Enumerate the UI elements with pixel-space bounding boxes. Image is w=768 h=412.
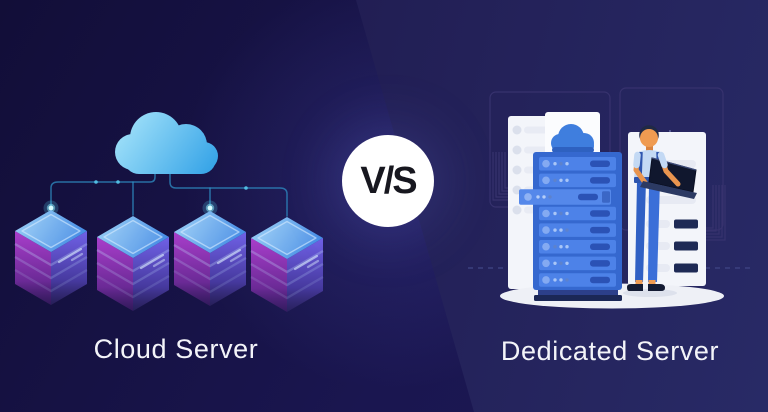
server-rack xyxy=(519,152,622,301)
server-stack-4 xyxy=(249,215,325,314)
cloud-upload-icon xyxy=(551,124,594,153)
circuit-dots xyxy=(94,180,248,190)
dedicated-server-illustration xyxy=(468,87,752,309)
cloud-icon xyxy=(115,112,218,174)
dedicated-server-label: Dedicated Server xyxy=(500,336,720,366)
server-stack-3 xyxy=(172,209,248,308)
rack-unit-pulled xyxy=(519,189,611,205)
admin-person xyxy=(623,125,697,297)
vs-badge: V/S xyxy=(342,135,434,227)
server-stack-2 xyxy=(95,214,171,313)
server-stack-1 xyxy=(13,208,89,307)
person-head xyxy=(640,129,658,147)
cloud-server-illustration xyxy=(13,112,325,314)
circuit-lines xyxy=(50,169,288,217)
cloud-server-label: Cloud Server xyxy=(93,334,259,364)
rack-units xyxy=(519,157,616,287)
vs-label: V/S xyxy=(360,159,417,202)
laptop-icon xyxy=(640,157,697,199)
